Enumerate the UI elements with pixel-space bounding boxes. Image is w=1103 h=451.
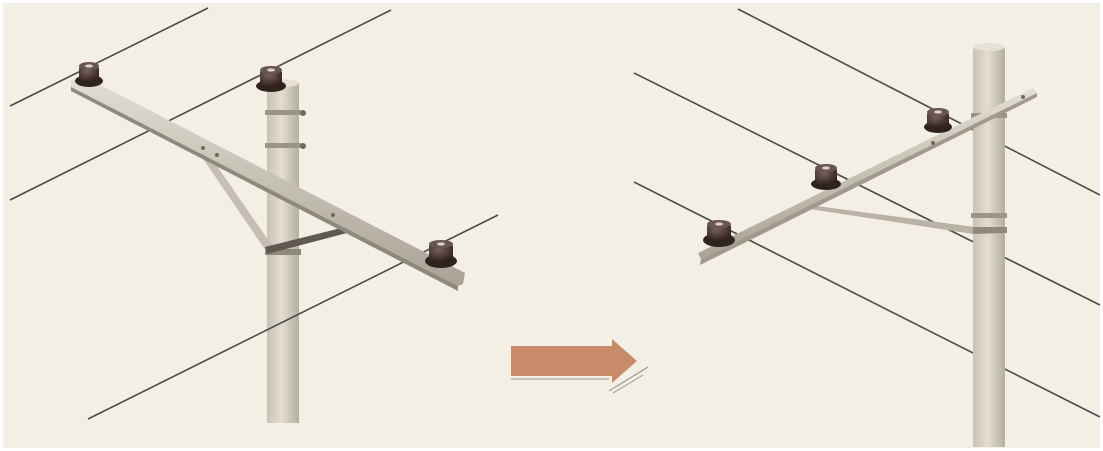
after-panel <box>634 9 1100 447</box>
left-insulator-3 <box>425 240 457 268</box>
before-panel <box>10 8 498 423</box>
right-arrow-icon <box>511 339 648 393</box>
utility-pole-illustration <box>3 3 1100 448</box>
illustration-canvas <box>3 3 1100 448</box>
right-insulator-3 <box>703 220 735 247</box>
left-insulator-2 <box>256 66 286 92</box>
left-insulator-1 <box>75 62 103 87</box>
right-insulator-1 <box>924 108 952 133</box>
right-insulator-2 <box>811 164 841 190</box>
